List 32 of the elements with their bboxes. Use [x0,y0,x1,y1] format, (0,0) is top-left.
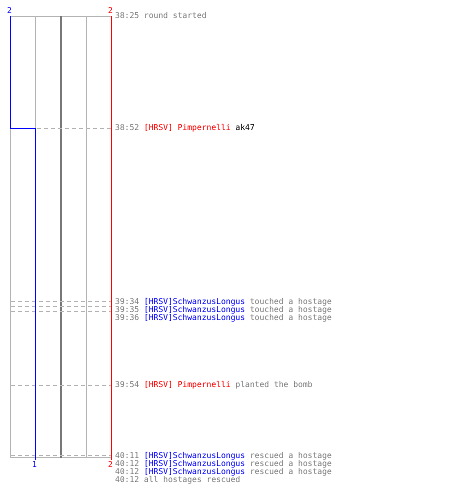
player-name: [HRSV]SchwanzusLongus [144,313,246,322]
event-text: rescued a hostage [250,459,332,468]
timestamp: 40:12 [115,475,140,484]
timestamp: 40:12 [115,459,140,468]
event-text: rescued a hostage [250,451,332,460]
event-text: touched a hostage [250,313,332,322]
timestamp: 38:25 [115,11,140,20]
timestamp: 39:36 [115,313,140,322]
count-label: 2 [7,7,12,15]
player-name: [HRSV] Pimpernelli [144,123,231,132]
event-text: round started [144,11,207,20]
player-name: [HRSV]SchwanzusLongus [144,467,246,476]
event-text: touched a hostage [250,305,332,314]
timestamp: 39:54 [115,380,140,389]
player-name: [HRSV] Pimpernelli [144,380,231,389]
weapon-name: ak47 [235,123,255,132]
count-label: 1 [32,461,37,469]
player-name: [HRSV]SchwanzusLongus [144,305,246,314]
event-text: rescued a hostage [250,467,332,476]
player-name: [HRSV]SchwanzusLongus [144,451,246,460]
timestamp: 39:34 [115,297,140,306]
player-name: [HRSV]SchwanzusLongus [144,459,246,468]
count-label: 2 [108,461,113,469]
count-label: 2 [108,7,113,15]
event-text: all hostages rescued [144,475,240,484]
event-text: touched a hostage [250,297,332,306]
player-name: [HRSV]SchwanzusLongus [144,297,246,306]
event-text: planted the bomb [235,380,312,389]
timestamp: 38:52 [115,123,140,132]
timestamp: 39:35 [115,305,140,314]
timestamp: 40:11 [115,451,140,460]
timestamp: 40:12 [115,467,140,476]
